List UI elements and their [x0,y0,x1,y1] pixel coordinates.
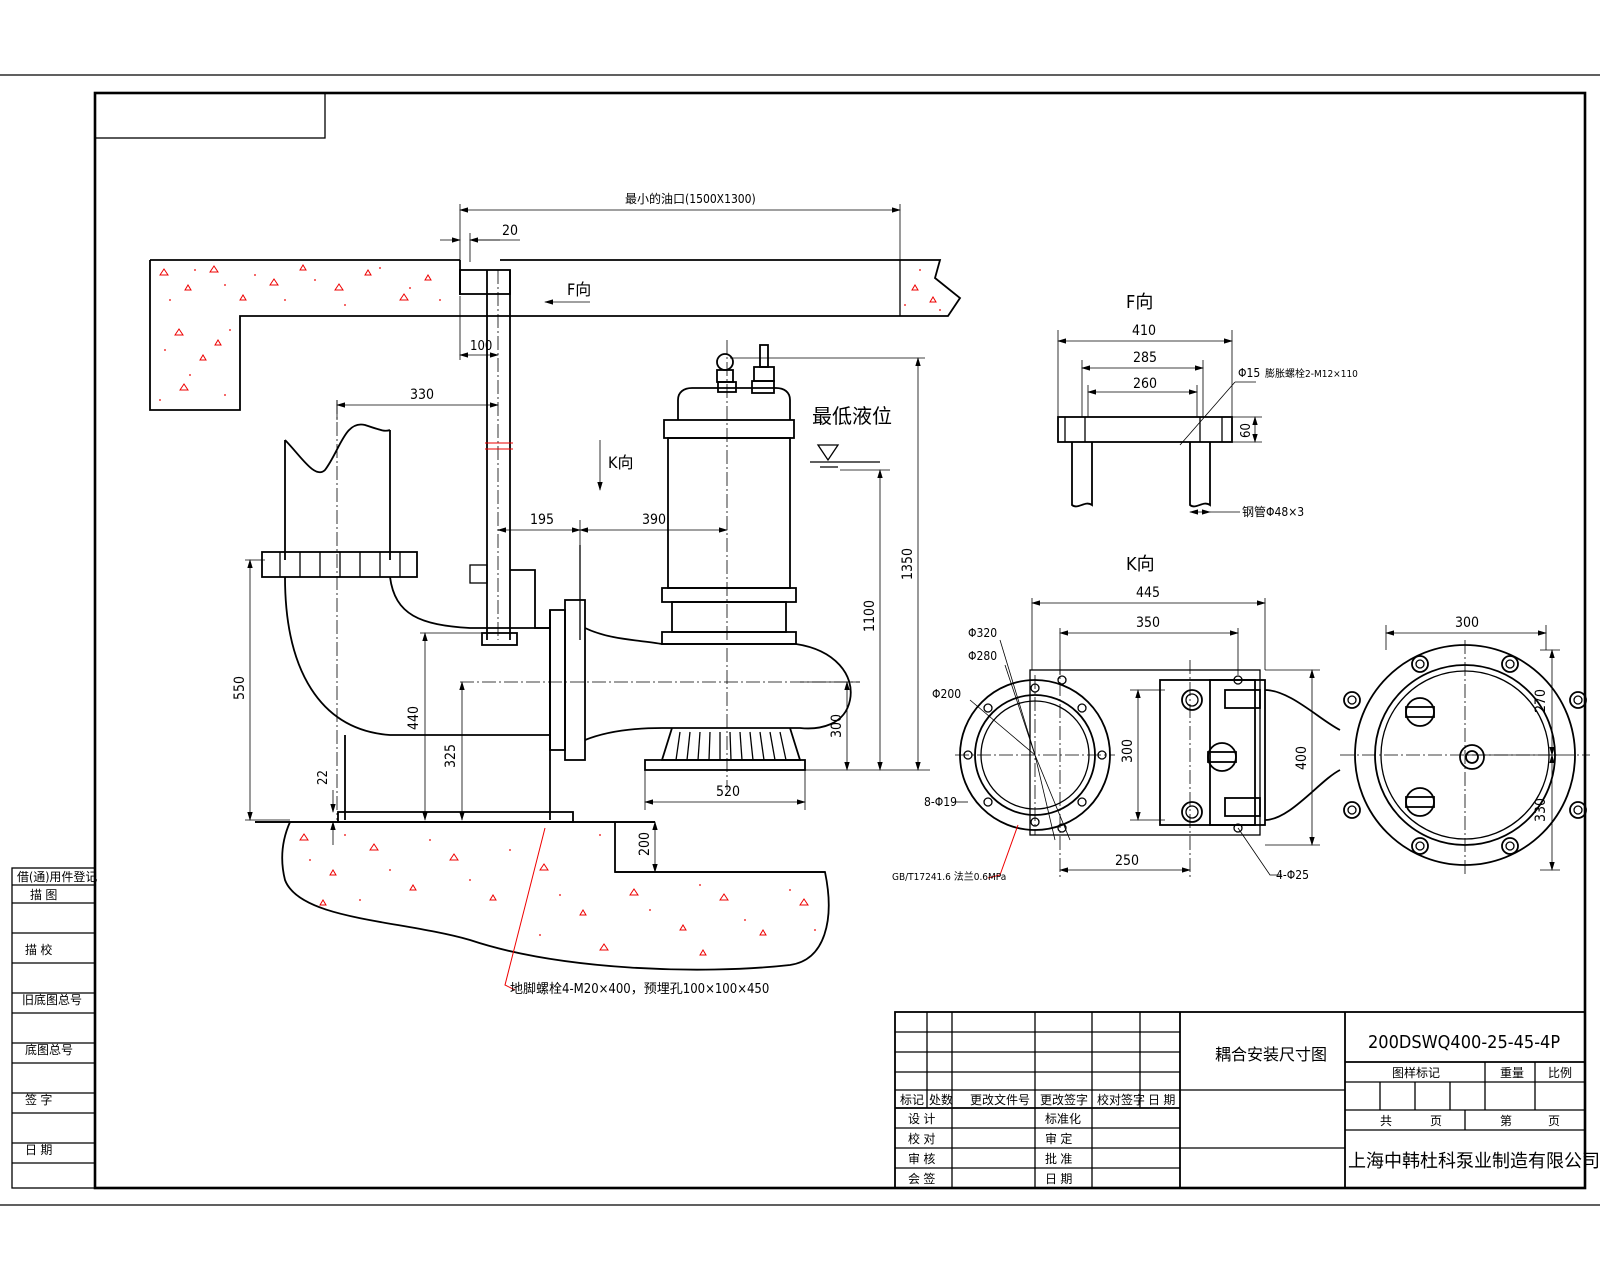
sheet-frame [0,74,1600,1206]
title-block: 标记 处数 更改文件号 更改签字 校对签字 日 期 设 计 校 对 审 核 会 … [894,1011,1600,1189]
strip-item-1: 描 图 [30,888,57,902]
guide-rail [459,269,518,646]
top-slab [149,259,962,411]
dim-100: 100 [470,339,492,354]
k-phi200: Φ200 [932,687,961,701]
sheet-page-label: 页 [1548,1114,1560,1128]
k-dim-330: 330 [1533,798,1549,822]
rev-h-3: 更改签字 [1040,1092,1088,1107]
dim-300: 300 [829,714,845,738]
role-right-0: 标准化 [1045,1112,1081,1126]
dim-325: 325 [443,744,459,768]
floor-slab: 地脚螺栓4-M20×400，预埋孔100×100×450 [255,821,830,997]
dim-195: 195 [530,512,554,528]
f-dim-410: 410 [1132,323,1156,339]
k-dim-300-v: 300 [1120,739,1136,763]
f-dim-285: 285 [1133,350,1157,366]
dim-1100: 1100 [862,600,878,632]
direction-labels: F向 K向 最低液位 [544,280,892,491]
rev-h-5: 日 期 [1148,1093,1175,1107]
role-left-3: 会 签 [908,1171,935,1186]
strip-item-0: 借(通)用件登记 [17,869,97,884]
role-left-1: 校 对 [908,1131,935,1146]
k-holes4: 4-Φ25 [1276,868,1309,882]
dim-opening: 最小的油口(1500X1300) [625,191,756,206]
strip-item-6: 日 期 [25,1143,52,1157]
main-dimensions: 最小的油口(1500X1300) 20 100 330 195 390 550 … [232,191,930,873]
dim-440: 440 [406,706,422,730]
rev-h-2: 更改文件号 [970,1092,1030,1107]
strip-item-3: 旧底图总号 [22,992,82,1007]
drawing-title: 耦合安装尺寸图 [1215,1045,1327,1064]
pump-body [460,340,860,790]
company-name: 上海中韩杜科泵业制造有限公司 [1348,1151,1600,1172]
anchor-bolt-label: 地脚螺栓4-M20×400，预埋孔100×100×450 [510,981,769,997]
f-bolt: 膨胀螺栓2-M12×110 [1265,367,1358,380]
k-holes8: 8-Φ19 [924,795,957,809]
f-pipe: 钢管Φ48×3 [1242,504,1304,519]
total-label: 共 [1380,1114,1392,1128]
f-phi15: Φ15 [1238,366,1260,380]
f-dim-260: 260 [1133,376,1157,392]
role-right-2: 批 准 [1045,1151,1072,1166]
k-dim-445: 445 [1136,585,1160,601]
k-dim-250: 250 [1115,853,1139,869]
k-dim-400: 400 [1294,746,1310,770]
role-right-1: 审 定 [1045,1131,1072,1146]
k-phi280: Φ280 [968,649,997,663]
sheet-label: 第 [1500,1114,1512,1128]
role-left-0: 设 计 [908,1112,935,1126]
rev-h-1: 处数 [929,1092,953,1107]
k-dim-270: 270 [1533,689,1549,713]
rev-h-4: 校对签字 [1097,1092,1145,1107]
dim-520: 520 [716,784,740,800]
scale-label: 比例 [1548,1066,1572,1080]
drawing-number: 200DSWQ400-25-45-4P [1368,1032,1560,1053]
dim-20: 20 [502,223,518,239]
k-dim-300-top: 300 [1455,615,1479,631]
total-page-label: 页 [1430,1114,1442,1128]
dim-200: 200 [637,832,653,856]
dim-550: 550 [232,676,248,700]
strip-item-4: 底图总号 [25,1042,73,1057]
k-dim-350: 350 [1136,615,1160,631]
strip-item-5: 签 字 [25,1092,52,1107]
k-standard: GB/T17241.6 法兰0.6MPa [892,870,1006,883]
f-dir-label: F向 [567,280,591,299]
discharge-pipe [261,400,586,823]
rev-h-0: 标记 [900,1093,924,1107]
k-dir-label: K向 [608,453,633,472]
f-view-title: F向 [1126,292,1153,313]
k-phi320: Φ320 [968,626,997,640]
dim-22: 22 [316,770,331,785]
f-dim-60: 60 [1239,423,1254,438]
stage-mark: 图样标记 [1392,1065,1440,1080]
k-view: K向 445 350 300 Φ320 Φ280 Φ2 [892,554,1590,883]
f-view: F向 410 285 260 60 Φ15 膨胀螺栓2-M12×110 钢管Φ4… [1057,292,1358,519]
weight-label: 重量 [1500,1066,1524,1080]
dim-1350: 1350 [900,548,916,580]
strip-item-2: 描 校 [25,942,52,957]
role-right-3: 日 期 [1045,1172,1072,1186]
min-level-label: 最低液位 [812,404,892,428]
k-view-title: K向 [1126,554,1155,575]
dim-390: 390 [642,512,666,528]
left-strip: 借(通)用件登记 描 图 描 校 旧底图总号 底图总号 签 字 日 期 [11,867,97,1189]
dim-330: 330 [410,387,434,403]
role-left-2: 审 核 [908,1151,935,1166]
